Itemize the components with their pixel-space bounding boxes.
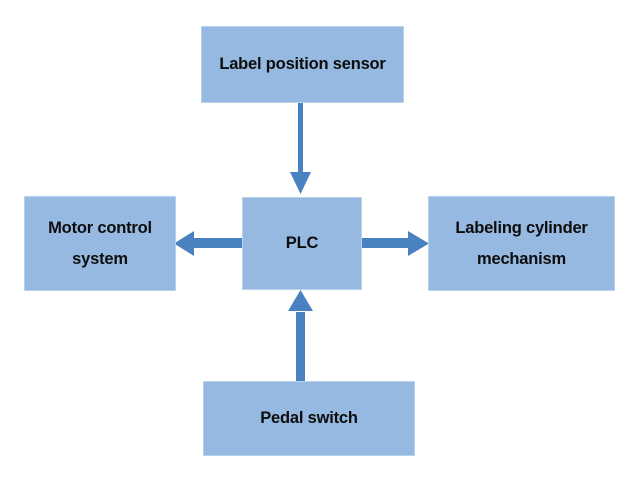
node-label: Pedal switch — [260, 409, 358, 428]
node-label: PLC — [285, 234, 319, 253]
node-label: Motor control system — [48, 218, 152, 268]
node-labeling-cylinder-mechanism[interactable]: Labeling cylinder mechanism — [428, 196, 615, 291]
node-label: Label position sensor — [219, 55, 386, 74]
arrow-pedal-to-plc — [288, 290, 313, 382]
node-plc[interactable]: PLC — [242, 197, 362, 290]
arrow-plc-to-motor — [174, 231, 243, 256]
arrow-sensor-to-plc — [290, 103, 311, 194]
node-label: Labeling cylinder mechanism — [455, 218, 588, 268]
arrow-plc-to-cylinder — [362, 231, 429, 256]
node-motor-control-system[interactable]: Motor control system — [24, 196, 176, 291]
node-pedal-switch[interactable]: Pedal switch — [203, 381, 415, 456]
node-label-position-sensor[interactable]: Label position sensor — [201, 26, 404, 103]
